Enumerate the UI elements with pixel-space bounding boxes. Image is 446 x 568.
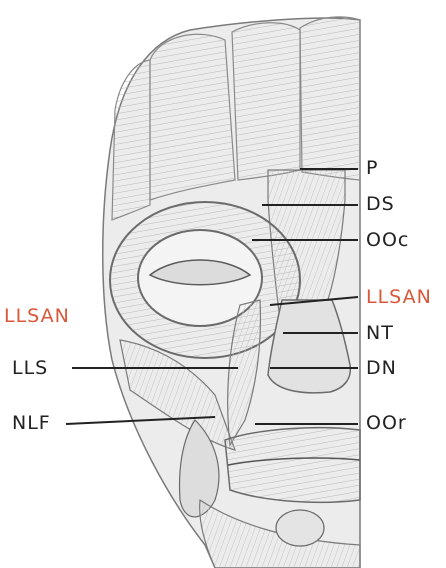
orbicularis-oris-muscle — [225, 428, 360, 503]
label-oor: OOr — [366, 414, 407, 433]
label-p: P — [366, 159, 378, 178]
label-nt: NT — [366, 324, 394, 343]
label-ds: DS — [366, 195, 395, 214]
label-llsan-left: LLSAN — [4, 307, 70, 326]
label-ooc: OOc — [366, 231, 409, 250]
label-lls: LLS — [12, 359, 48, 378]
label-nlf: NLF — [12, 414, 51, 433]
mentalis-muscle — [276, 510, 324, 546]
label-dn: DN — [366, 359, 397, 378]
label-llsan-right: LLSAN — [366, 288, 432, 307]
